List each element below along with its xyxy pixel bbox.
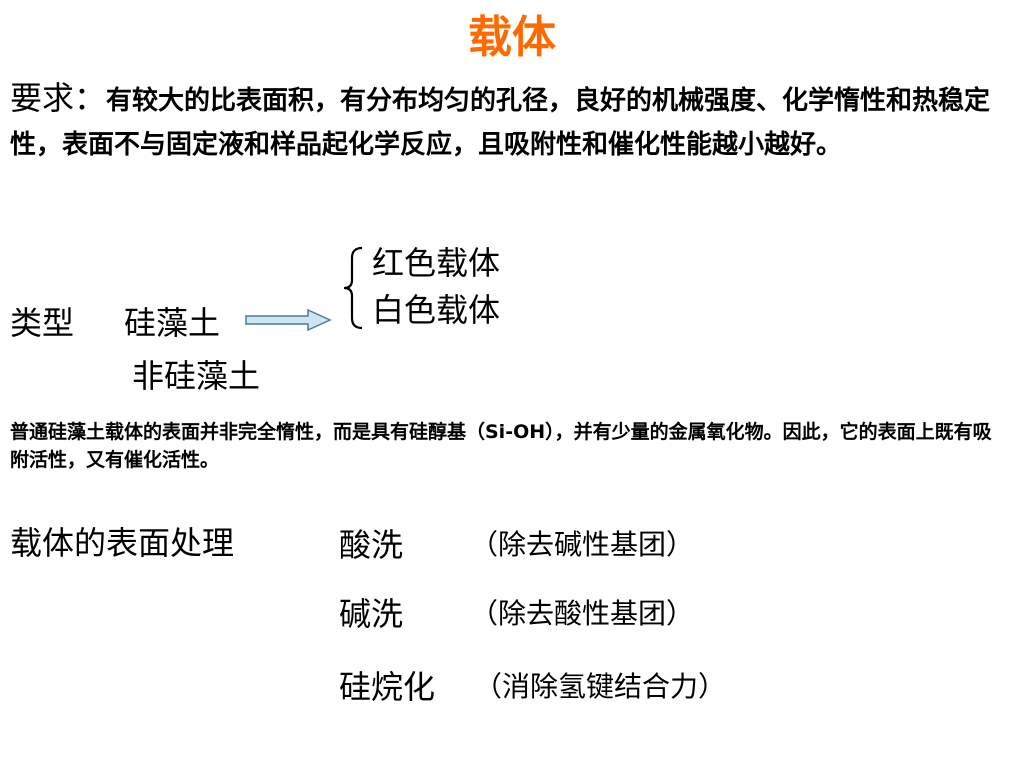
requirements-text: 有较大的比表面积，有分布均匀的孔径，良好的机械强度、化学惰性和热稳定性，表面不与… xyxy=(10,86,991,160)
alkali-wash-method: 碱洗 xyxy=(339,595,404,633)
alkali-wash-note: （除去酸性基团） xyxy=(470,597,695,630)
requirements-paragraph: 要求：有较大的比表面积，有分布均匀的孔径，良好的机械强度、化学惰性和热稳定性，表… xyxy=(10,76,1020,167)
diatomite-note-paragraph: 普通硅藻土载体的表面并非完全惰性，而是具有硅醇基（Si-OH），并有少量的金属氧… xyxy=(10,421,992,471)
acid-wash-method: 酸洗 xyxy=(339,526,404,564)
red-carrier-label: 红色载体 xyxy=(372,244,501,282)
non-diatomite-label: 非硅藻土 xyxy=(132,357,261,395)
requirements-label: 要求： xyxy=(10,79,107,117)
silanization-method: 硅烷化 xyxy=(339,668,436,706)
types-label: 类型 xyxy=(10,304,75,342)
white-carrier-label: 白色载体 xyxy=(372,291,501,329)
acid-wash-note: （除去碱性基团） xyxy=(470,528,695,561)
diatomite-label: 硅藻土 xyxy=(124,304,221,342)
surface-treatment-label: 载体的表面处理 xyxy=(10,524,235,562)
slide-title: 载体 xyxy=(468,12,556,63)
right-arrow-icon xyxy=(245,308,332,332)
left-brace-icon xyxy=(343,246,363,330)
silanization-note: （消除氢键结合力） xyxy=(474,670,727,703)
